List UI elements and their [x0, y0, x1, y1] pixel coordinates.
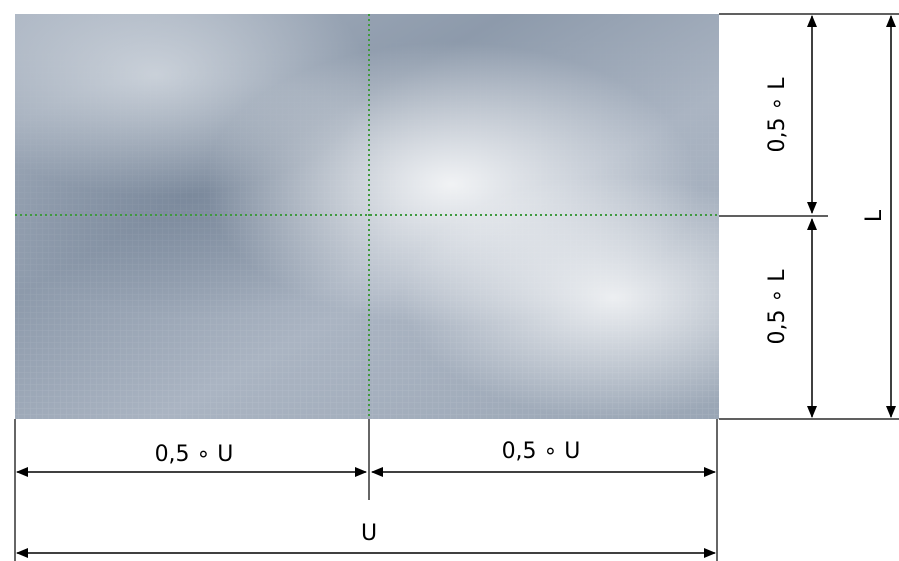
half-length-label-bottom: 0,5 ∘ L — [765, 269, 790, 345]
half-width-label-right: 0,5 ∘ U — [502, 439, 581, 464]
extension-lines — [14, 13, 899, 561]
half-width-label-left: 0,5 ∘ U — [155, 442, 234, 467]
half-length-label-top: 0,5 ∘ L — [765, 77, 790, 153]
length-label: L — [862, 209, 887, 222]
sky-photo — [15, 14, 719, 419]
width-label: U — [361, 521, 377, 546]
